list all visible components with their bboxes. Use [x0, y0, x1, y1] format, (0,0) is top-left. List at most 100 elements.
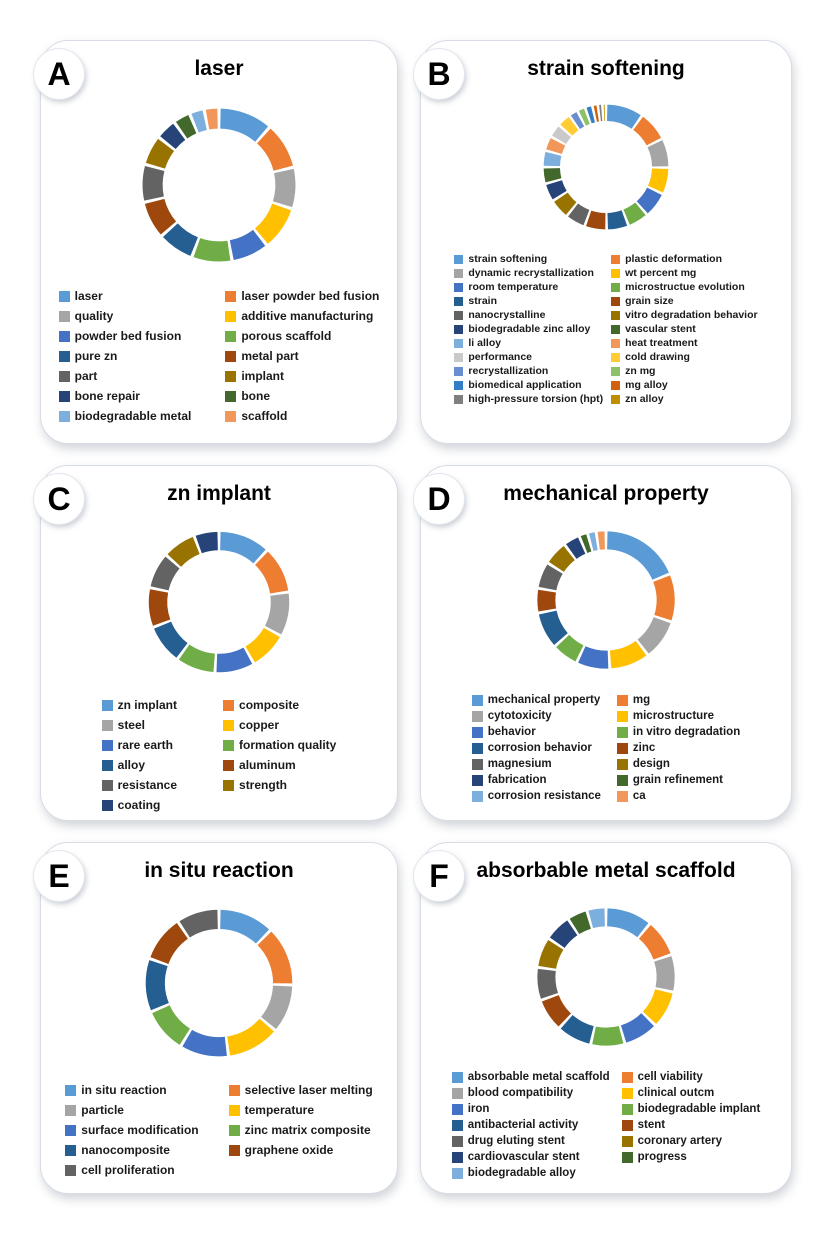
legend-label: li alloy: [468, 337, 502, 349]
legend-swatch: [471, 694, 483, 706]
legend-label: implant: [241, 369, 284, 383]
legend-item: composite: [223, 698, 336, 712]
legend-item: selective laser melting: [228, 1083, 373, 1097]
legend-label: progress: [637, 1151, 687, 1163]
donut-chart-d: [518, 512, 694, 688]
legend-item: part: [58, 369, 192, 383]
legend-label: additive manufacturing: [241, 309, 374, 323]
legend-item: magnesium: [471, 758, 601, 770]
donut-segment: [568, 203, 590, 226]
donut-segment: [145, 138, 175, 169]
chart-legend-b: strain softening plastic deformation dynam…: [454, 253, 758, 405]
legend-item: biodegradable alloy: [451, 1167, 610, 1179]
legend-swatch: [616, 710, 628, 722]
legend-swatch: [611, 268, 621, 278]
legend-item: strain softening: [454, 253, 603, 265]
donut-segment: [537, 589, 557, 612]
donut-segment: [175, 114, 197, 139]
donut-segment: [255, 551, 289, 594]
legend-item: mg: [616, 694, 740, 706]
legend-item: graphene oxide: [228, 1143, 373, 1157]
donut-segment: [538, 610, 568, 645]
legend-label: stent: [637, 1119, 666, 1131]
legend-label: mechanical property: [487, 694, 601, 706]
legend-label: design: [632, 758, 670, 770]
legend-swatch: [611, 366, 621, 376]
legend-swatch: [58, 390, 70, 402]
donut-segment: [607, 104, 641, 129]
legend-item: zinc: [616, 742, 740, 754]
legend-label: magnesium: [487, 758, 552, 770]
donut-segment: [272, 168, 296, 208]
legend-label: zn alloy: [625, 393, 664, 405]
legend-label: aluminum: [239, 758, 296, 772]
legend-item: bone: [225, 389, 379, 403]
panel-a-letter: A: [47, 56, 71, 92]
legend-swatch: [611, 380, 621, 390]
panel-c-title: zn implant: [167, 482, 271, 505]
legend-swatch: [65, 1084, 77, 1096]
legend-item: strength: [223, 778, 336, 792]
legend-swatch: [611, 282, 621, 292]
legend-label: biodegradable zinc alloy: [468, 323, 591, 335]
legend-swatch: [471, 790, 483, 802]
legend-item: rare earth: [101, 738, 177, 752]
donut-segment: [541, 995, 571, 1027]
donut-segment: [597, 531, 605, 550]
legend-label: cytotoxicity: [487, 710, 552, 722]
legend-swatch: [223, 759, 235, 771]
panel-b-badge: B: [414, 49, 464, 99]
legend-item: surface modification: [65, 1123, 199, 1137]
legend-label: laser: [74, 289, 103, 303]
legend-swatch: [616, 726, 628, 738]
donut-segment: [216, 647, 253, 673]
legend-label: cell viability: [637, 1071, 703, 1083]
legend-swatch: [225, 410, 237, 422]
legend-item: room temperature: [454, 281, 603, 293]
panel-b: B strain softening strain softening plast…: [414, 40, 792, 444]
legend-swatch: [471, 758, 483, 770]
donut-segment: [637, 617, 671, 654]
donut-segment: [254, 203, 292, 244]
legend-swatch: [58, 310, 70, 322]
donut-segment: [654, 956, 675, 991]
legend-item: antibacterial activity: [451, 1119, 610, 1131]
panel-e-letter: E: [48, 858, 70, 894]
donut-segment: [607, 210, 628, 230]
legend-item: zinc matrix composite: [228, 1123, 373, 1137]
donut-segment: [607, 908, 649, 938]
legend-item: quality: [58, 309, 192, 323]
legend-label: in situ reaction: [81, 1083, 167, 1097]
donut-segment: [566, 537, 586, 559]
legend-label: corrosion behavior: [487, 742, 592, 754]
legend-swatch: [454, 324, 464, 334]
legend-swatch: [454, 254, 464, 264]
legend-label: microstructure: [632, 710, 715, 722]
donut-segment: [570, 112, 585, 130]
legend-label: alloy: [117, 758, 145, 772]
legend-item: behavior: [471, 726, 601, 738]
legend-item: stent: [621, 1119, 761, 1131]
donut-segment: [603, 104, 605, 122]
legend-swatch: [225, 310, 237, 322]
legend-item: nanocomposite: [65, 1143, 198, 1157]
legend-label: plastic deformation: [625, 253, 722, 265]
donut-chart-b: [526, 87, 686, 247]
legend-item: temperature: [228, 1103, 373, 1117]
donut-segment: [586, 210, 606, 230]
legend-item: zn implant: [101, 698, 177, 712]
donut-segment: [543, 151, 562, 167]
legend-label: strain: [468, 295, 497, 307]
legend-label: pure zn: [74, 349, 118, 363]
legend-swatch: [611, 324, 621, 334]
legend-label: clinical outcm: [637, 1087, 715, 1099]
legend-label: dynamic recrystallization: [468, 267, 594, 279]
legend-swatch: [225, 350, 237, 362]
legend-item: ca: [616, 790, 740, 802]
legend-item: alloy: [101, 758, 177, 772]
legend-swatch: [225, 390, 237, 402]
